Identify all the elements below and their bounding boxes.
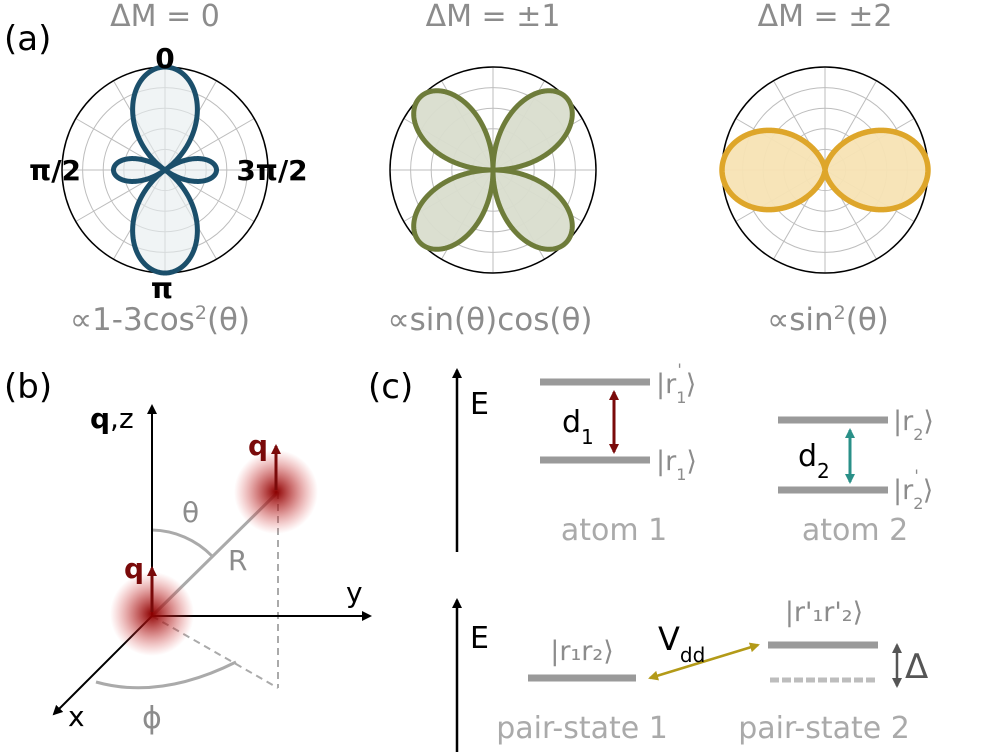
atom2-lower-ket: |r2'⟩ [893, 466, 933, 513]
vdd-coupling-arrow [648, 642, 760, 681]
formula-3: ∝sin2(θ) [767, 302, 889, 338]
angle-label-top: 0 [155, 42, 174, 75]
atom1-name: atom 1 [561, 513, 667, 548]
theta-arc [151, 528, 214, 558]
dm0-lobes [111, 64, 219, 276]
energy-label-top: E [470, 387, 489, 422]
atom1-dipole-label: d1 [562, 405, 594, 449]
z-axis-label: q,z [90, 402, 134, 435]
dipole-label-origin: q [124, 552, 144, 585]
theta-label: θ [182, 496, 199, 529]
dipole-label-displaced: q [248, 429, 268, 462]
pair1-name: pair-state 1 [496, 711, 668, 746]
dm1-lobes [411, 88, 575, 252]
r-label: R [228, 544, 247, 577]
panel-c-label: (c) [368, 367, 413, 407]
pair2-name: pair-state 2 [738, 711, 910, 746]
pair2-ket: |r'₁r'₂⟩ [785, 597, 863, 628]
x-axis-label: x [68, 700, 85, 733]
plot2-title: ΔM = ±1 [426, 0, 561, 34]
atom1-upper-ket: |r1'⟩ [656, 360, 696, 407]
energy-label-bottom: E [470, 621, 489, 656]
phi-label: ϕ [142, 701, 162, 736]
atom2-name: atom 2 [802, 513, 908, 548]
angle-label-left: π/2 [29, 154, 81, 187]
formula-2: ∝sin(θ)cos(θ) [387, 302, 592, 338]
grid-outer-ring [389, 66, 597, 274]
formula-1: ∝1-3cos2(θ) [70, 302, 250, 338]
dm2-lobes [719, 127, 931, 213]
panel-a-label: (a) [4, 19, 51, 59]
y-axis-label: y [346, 576, 363, 609]
angle-label-right: 3π/2 [236, 154, 307, 187]
vdd-label: Vdd [658, 620, 705, 667]
phi-arc [95, 660, 237, 690]
panel-b-label: (b) [4, 367, 52, 407]
atom2-upper-ket: |r2⟩ [893, 406, 934, 444]
pair1-ket: |r₁r₂⟩ [550, 636, 613, 667]
atom2-dipole-label: d2 [798, 439, 830, 483]
atom-glow-origin [110, 572, 194, 656]
plot1-title: ΔM = 0 [110, 0, 220, 34]
plot3-title: ΔM = ±2 [758, 0, 893, 34]
atom1-lower-ket: |r1⟩ [656, 446, 697, 484]
atom-glow-displaced [234, 450, 318, 534]
angle-label-bottom: π [151, 272, 173, 305]
delta-label: Δ [905, 647, 928, 687]
